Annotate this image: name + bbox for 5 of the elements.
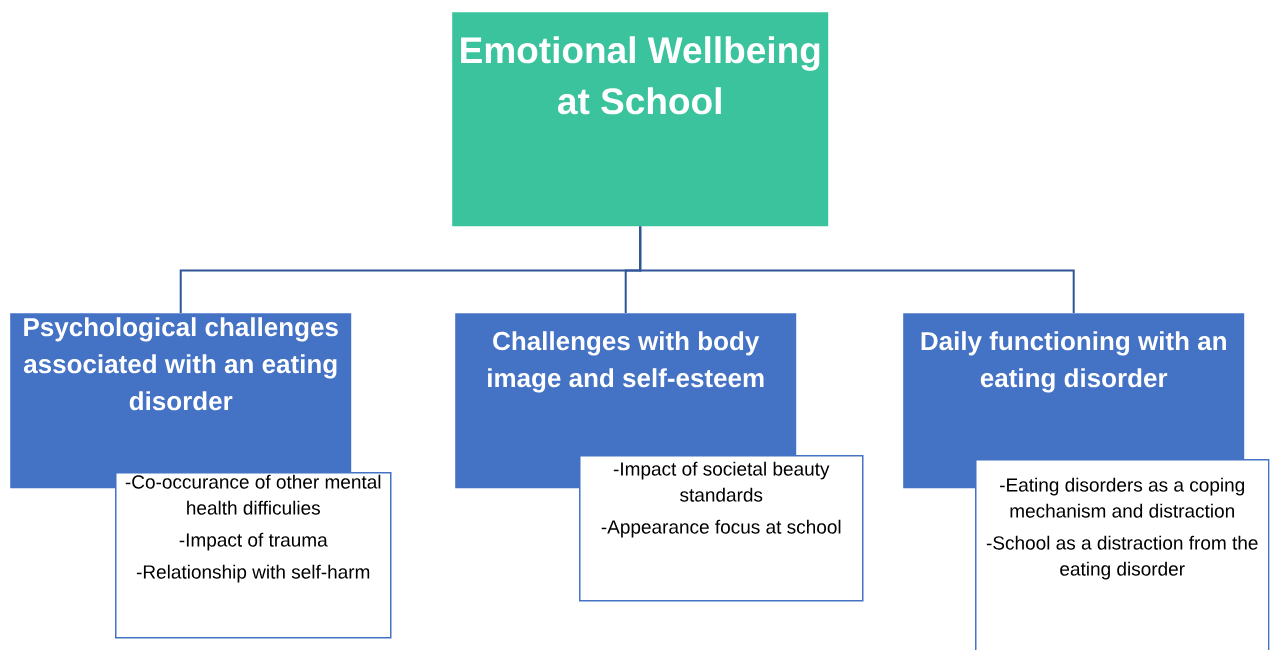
subtheme-box: -Eating disorders as a coping mechanism and distraction -School as a distraction from the eating disorder [975, 459, 1270, 650]
connector-line [639, 225, 1075, 314]
topic-box: Emotional Wellbeing at School [452, 12, 829, 227]
subtheme-box: -Impact of societal beauty standards -Appearance focus at school [579, 455, 864, 602]
subtheme-box: -Co-occurance of other mental health difficulies -Impact of trauma -Relationship with self-harm [115, 472, 392, 639]
